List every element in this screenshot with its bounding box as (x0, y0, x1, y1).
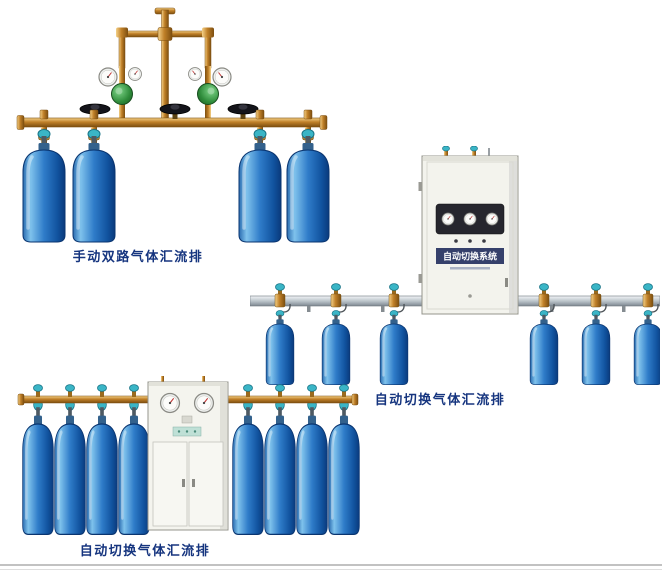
pressure-gauge (159, 392, 181, 414)
gas-cylinder (265, 399, 296, 534)
cabinet-door-left (152, 441, 188, 527)
gas-cylinder (297, 399, 328, 534)
pressure-gauge (463, 212, 477, 226)
pressure-gauge (485, 212, 499, 226)
product-caption-auto-switch-b: 自动切换气体汇流排 (79, 543, 211, 558)
product-caption-manual-dual: 手动双路气体汇流排 (72, 249, 204, 264)
auto-switch-manifold-illustration: 自动切换系统 (250, 146, 660, 386)
cylinder-station (21, 109, 67, 244)
cylinder-station (378, 283, 410, 386)
gas-cylinder (119, 399, 150, 534)
cabinet-nameplate: 自动切换系统 (436, 248, 504, 270)
cylinder-station (580, 283, 612, 386)
cylinder-station (528, 283, 560, 386)
cylinder-station (632, 283, 660, 386)
bottom-divider (0, 564, 662, 566)
handwheel-valve (227, 103, 259, 120)
gas-cylinder (71, 127, 117, 244)
gas-cylinder (528, 309, 560, 386)
manifold-header-pipe (16, 115, 328, 130)
gas-cylinder (632, 309, 660, 386)
pressure-gauge (193, 392, 215, 414)
product-caption-auto-switch-a: 自动切换气体汇流排 (374, 392, 506, 407)
door-handle (192, 479, 195, 487)
auto-switch-manifold-2-illustration (17, 376, 361, 538)
cylinder-station (320, 283, 352, 386)
door-handle (505, 278, 508, 287)
gas-cylinder (378, 309, 410, 386)
gas-cylinder (23, 399, 54, 534)
gauge-panel (435, 203, 505, 243)
gas-cylinder (87, 399, 118, 534)
cabinet-title: 自动切换系统 (443, 251, 497, 262)
gas-cylinder (21, 127, 67, 244)
pressure-regulator-left (99, 66, 141, 122)
manual-dual-manifold-illustration (16, 7, 331, 244)
handwheel-valves (79, 103, 259, 120)
cylinder-station (285, 109, 331, 244)
pressure-gauge (441, 212, 455, 226)
control-cabinet: 自动切换系统 (418, 146, 519, 315)
cylinder-station (71, 109, 117, 244)
gas-cylinder (580, 309, 612, 386)
gas-cylinder (233, 399, 264, 534)
gas-cylinder (264, 309, 296, 386)
manifold-top-pipes (116, 7, 214, 121)
bottom-divider-light (0, 569, 662, 570)
gas-cylinder (320, 309, 352, 386)
control-cabinet (147, 376, 229, 531)
door-handle (182, 479, 185, 487)
cylinder-station (237, 109, 283, 244)
gas-cylinder (55, 399, 86, 534)
cylinder-station (264, 283, 296, 386)
gas-cylinder (329, 399, 360, 534)
pressure-regulator-right (189, 66, 231, 122)
